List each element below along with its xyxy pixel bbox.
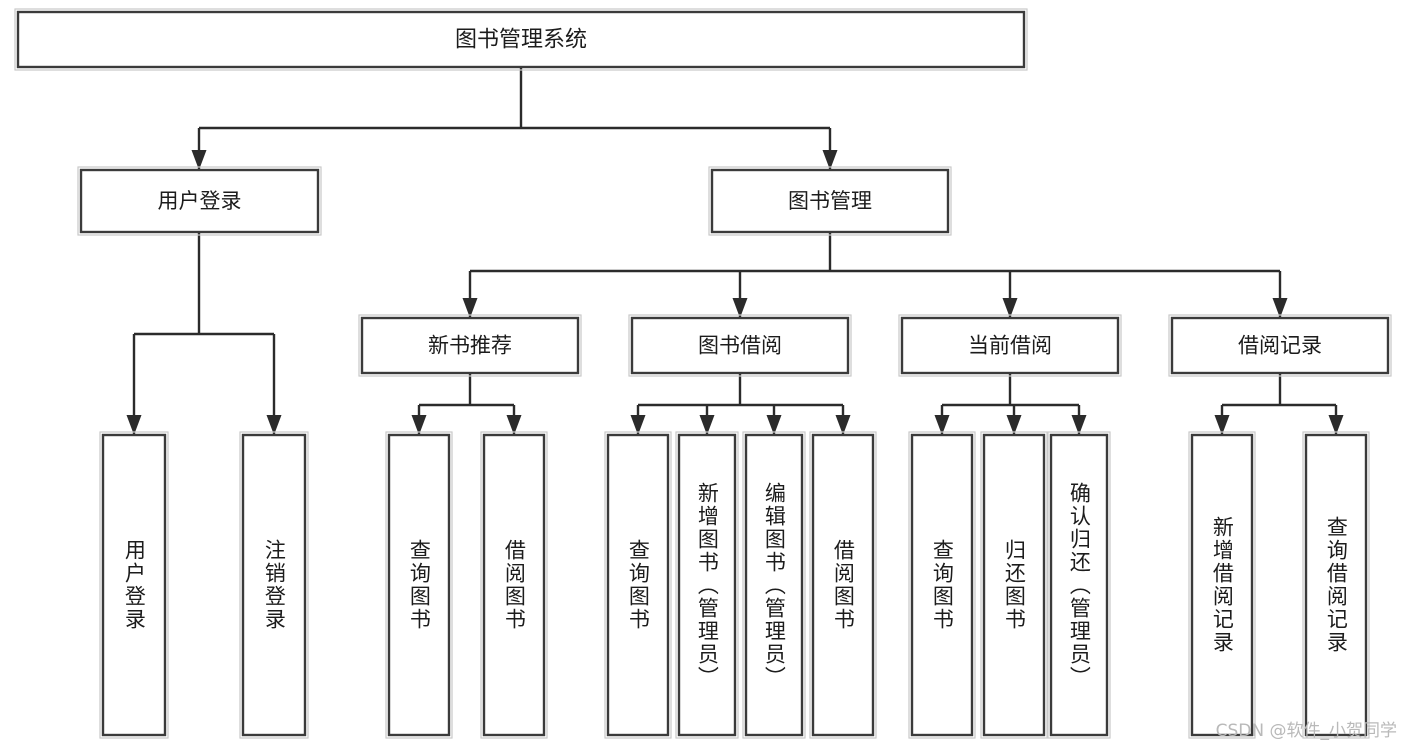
node-outline-shadow (480, 431, 548, 739)
node-book-borrow[interactable] (628, 314, 852, 377)
node-user-login[interactable] (77, 166, 322, 236)
node-outline-shadow (742, 431, 806, 739)
node-box[interactable] (910, 433, 974, 737)
node-outline-shadow (77, 166, 322, 236)
node-leaf-borrow-book-1[interactable] (480, 431, 548, 739)
node-outline-shadow (99, 431, 169, 739)
node-box[interactable] (1304, 433, 1368, 737)
node-current-borrow[interactable] (898, 314, 1122, 377)
node-label: 图书管理 (788, 189, 872, 213)
arrow-head (1328, 415, 1344, 435)
connector-book-borrow-to-leaves (630, 373, 851, 435)
node-outline-shadow (1188, 431, 1256, 739)
connector-root-to-level2 (191, 67, 838, 170)
node-label: 图书管理系统 (455, 28, 587, 53)
arrow-head (699, 415, 715, 435)
node-outline-shadow (708, 166, 952, 236)
node-box[interactable] (241, 433, 307, 737)
node-leaf-query-record[interactable] (1302, 431, 1370, 739)
arrow-head (1002, 298, 1018, 318)
arrow-head (766, 415, 782, 435)
node-leaf-query-book-2[interactable] (604, 431, 672, 739)
connector-borrow-record-to-leaves (1214, 373, 1344, 435)
node-box[interactable] (1049, 433, 1109, 737)
arrow-head (411, 415, 427, 435)
node-box[interactable] (387, 433, 451, 737)
node-label: 新书推荐 (428, 334, 512, 358)
node-label: 借阅记录 (1238, 334, 1322, 358)
node-outline-shadow (1047, 431, 1111, 739)
node-leaf-logout[interactable] (239, 431, 309, 739)
arrow-head (630, 415, 646, 435)
node-label: 图书借阅 (698, 334, 782, 358)
node-label: 当前借阅 (968, 334, 1052, 358)
connector-current-borrow-to-leaves (934, 373, 1087, 435)
arrow-head (462, 298, 478, 318)
arrow-head (266, 415, 282, 435)
node-outline-shadow (358, 314, 582, 377)
node-root[interactable] (14, 8, 1028, 71)
arrow-head (1214, 415, 1230, 435)
node-box[interactable] (1170, 316, 1390, 375)
node-leaf-edit-book[interactable] (742, 431, 806, 739)
node-outline-shadow (675, 431, 739, 739)
node-box[interactable] (710, 168, 950, 234)
node-outline-shadow (1168, 314, 1392, 377)
node-leaf-user-login[interactable] (99, 431, 169, 739)
node-box[interactable] (630, 316, 850, 375)
node-outline-shadow (908, 431, 976, 739)
node-leaf-query-book-1[interactable] (385, 431, 453, 739)
node-box-layer (14, 8, 1392, 739)
node-outline-shadow (898, 314, 1122, 377)
node-outline-shadow (604, 431, 672, 739)
node-box[interactable] (606, 433, 670, 737)
node-outline-shadow (1302, 431, 1370, 739)
connector-book-management-to-level3 (462, 232, 1288, 318)
node-outline-shadow (980, 431, 1048, 739)
node-label: 用户登录 (158, 189, 242, 213)
node-outline-shadow (628, 314, 852, 377)
node-new-book-recommend[interactable] (358, 314, 582, 377)
node-leaf-add-book[interactable] (675, 431, 739, 739)
node-box[interactable] (482, 433, 546, 737)
arrow-head (732, 298, 748, 318)
node-box[interactable] (982, 433, 1046, 737)
arrow-head (822, 150, 838, 170)
arrow-head (191, 150, 207, 170)
node-outline-shadow (239, 431, 309, 739)
arrow-head (835, 415, 851, 435)
arrow-head (1272, 298, 1288, 318)
arrow-head (506, 415, 522, 435)
arrow-head (1006, 415, 1022, 435)
node-box[interactable] (811, 433, 875, 737)
node-book-management[interactable] (708, 166, 952, 236)
node-outline-shadow (809, 431, 877, 739)
node-box[interactable] (360, 316, 580, 375)
node-box[interactable] (900, 316, 1120, 375)
node-box[interactable] (677, 433, 737, 737)
connector-user-login-to-leaves (126, 232, 282, 435)
node-outline-shadow (385, 431, 453, 739)
node-box[interactable] (744, 433, 804, 737)
arrow-head (126, 415, 142, 435)
node-outline-shadow (14, 8, 1028, 71)
node-leaf-confirm-return[interactable] (1047, 431, 1111, 739)
node-box[interactable] (79, 168, 320, 234)
arrow-head (934, 415, 950, 435)
node-leaf-return-book[interactable] (980, 431, 1048, 739)
node-borrow-record[interactable] (1168, 314, 1392, 377)
arrow-head (1071, 415, 1087, 435)
node-leaf-borrow-book-2[interactable] (809, 431, 877, 739)
connector-new-book-to-leaves (411, 373, 522, 435)
node-box[interactable] (1190, 433, 1254, 737)
node-leaf-query-book-3[interactable] (908, 431, 976, 739)
connector-layer (126, 67, 1344, 435)
watermark-text: CSDN @软件_小贺同学 (1215, 721, 1397, 741)
node-box[interactable] (16, 10, 1026, 69)
node-box[interactable] (101, 433, 167, 737)
node-leaf-add-record[interactable] (1188, 431, 1256, 739)
